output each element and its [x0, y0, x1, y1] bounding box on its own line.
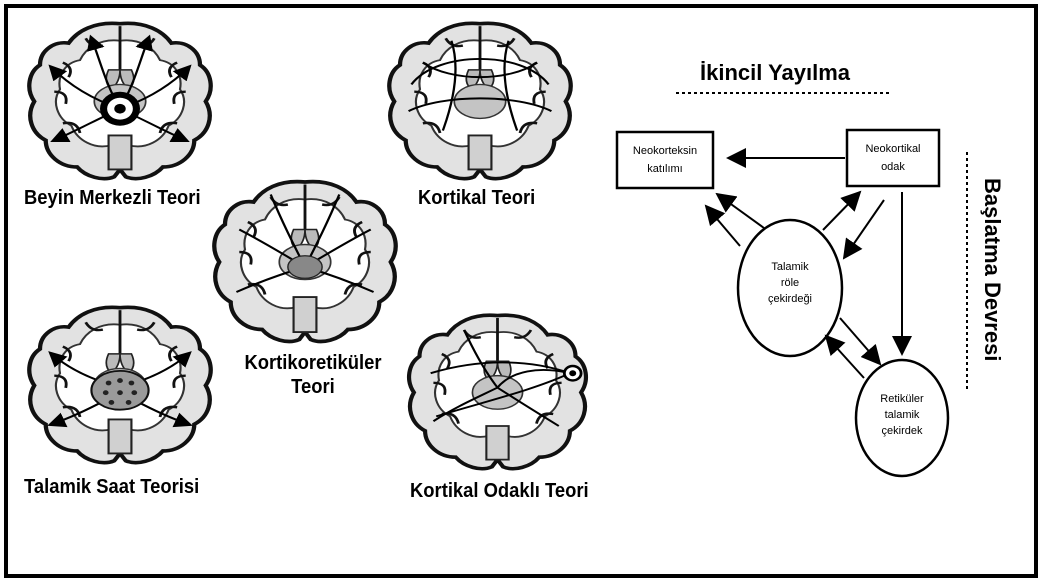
arrow-neocortex-to-thalamic	[706, 206, 740, 246]
neocortex-involvement-node: Neokorteksin katılımı	[617, 132, 713, 188]
neocortex-node-line1: Neokorteksin	[633, 145, 697, 157]
focus-node-line2: odak	[881, 161, 905, 173]
reticular-node-line2: talamik	[885, 409, 920, 421]
thalamic-node-line3: çekirdeği	[768, 293, 812, 305]
neocortical-focus-node: Neokortikal odak	[847, 130, 939, 186]
arrow-thalamic-to-neocortex	[717, 194, 764, 228]
arrow-thalamic-to-focus	[823, 192, 860, 230]
thalamic-node-line2: röle	[781, 277, 799, 289]
focus-node-line1: Neokortikal	[865, 143, 920, 155]
initiation-circuit-label: Başlatma Devresi	[980, 178, 1005, 361]
reticular-thalamic-node: Retiküler talamik çekirdek	[856, 360, 948, 476]
thalamic-node-line1: Talamik	[771, 261, 809, 273]
secondary-spread-title: İkincil Yayılma	[700, 60, 851, 85]
reticular-node-line3: çekirdek	[882, 425, 923, 437]
arrow-reticular-to-thalamic	[826, 336, 864, 378]
arrow-focus-to-thalamic	[844, 200, 884, 258]
reticular-node-line1: Retiküler	[880, 393, 924, 405]
neocortex-node-line2: katılımı	[647, 163, 682, 175]
thalamic-relay-node: Talamik röle çekirdeği	[738, 220, 842, 356]
